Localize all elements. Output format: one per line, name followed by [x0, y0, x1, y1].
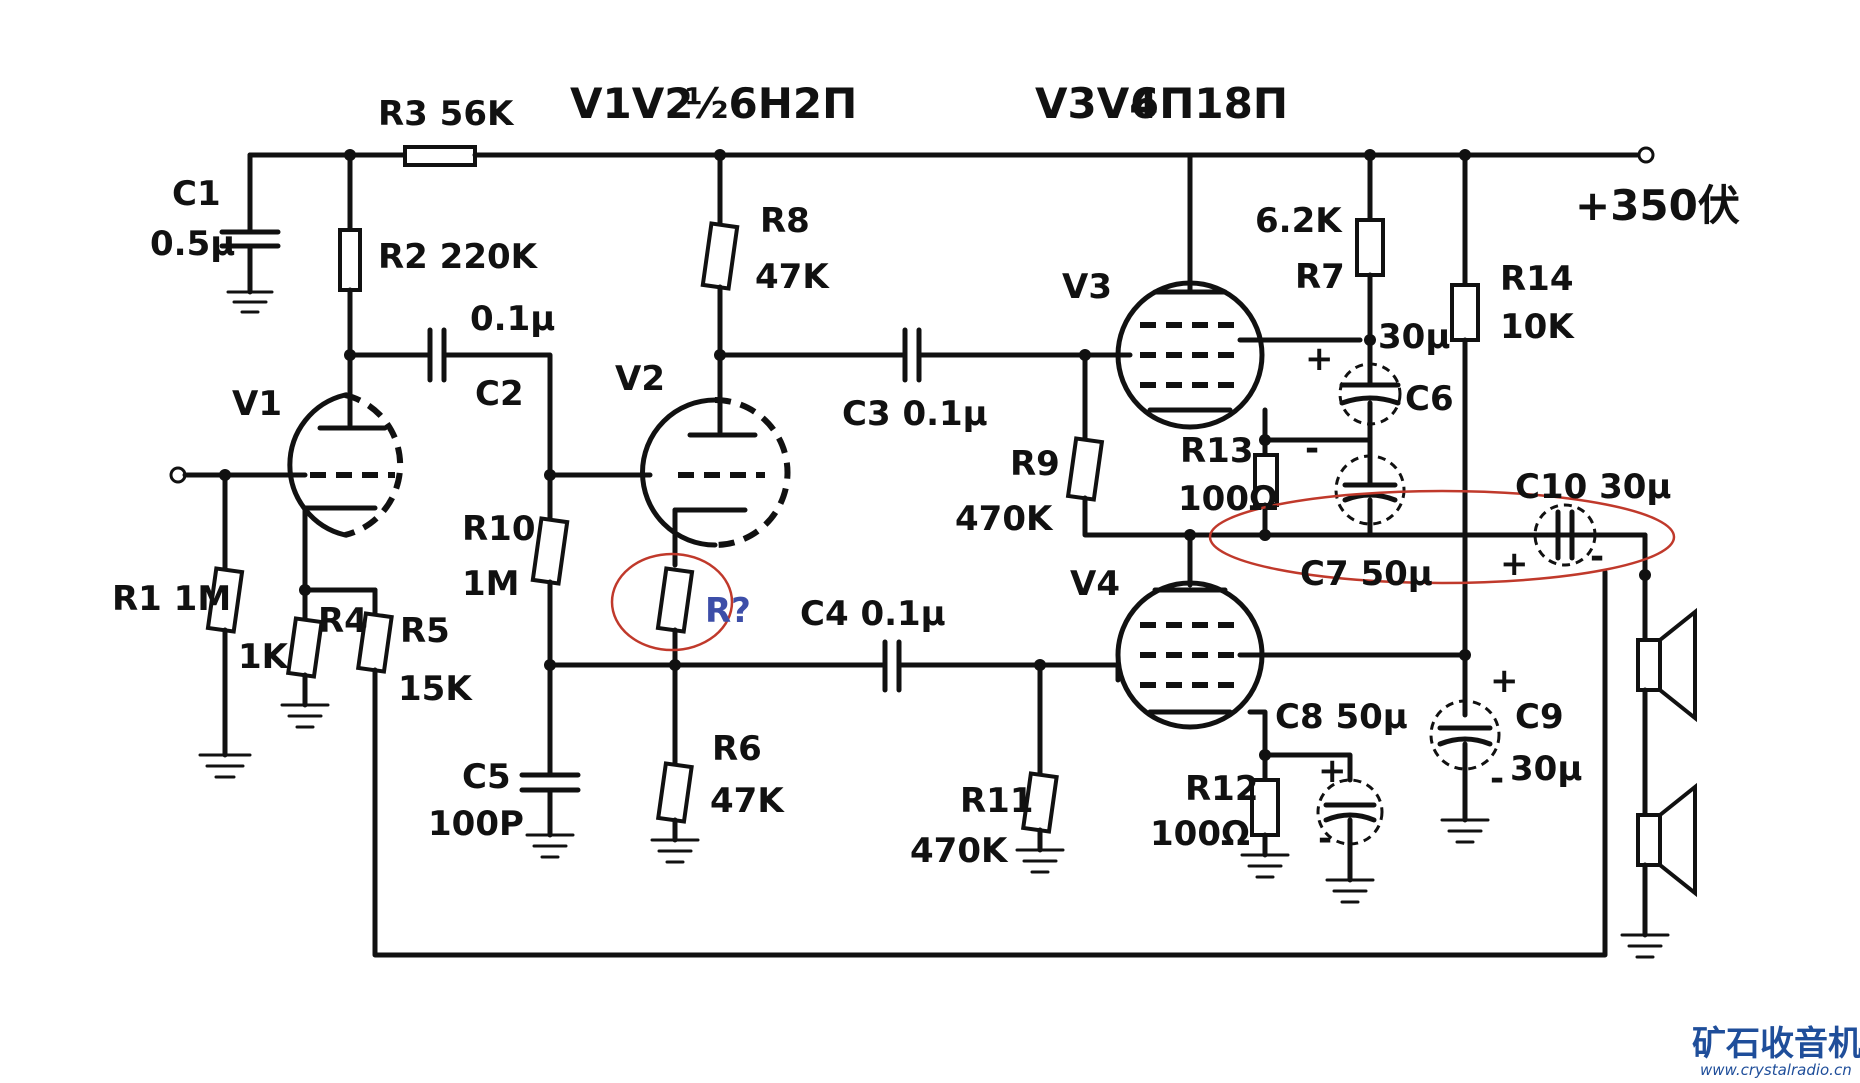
r11-value: 470K	[910, 831, 1009, 871]
r7-value: 6.2K	[1255, 201, 1343, 241]
c8-label: C8 50μ	[1275, 697, 1408, 737]
v4-tube	[1115, 529, 1468, 758]
c9-name: C9	[1515, 697, 1564, 737]
c5-value: 100P	[428, 804, 524, 844]
v1v2-tube-type: ½6H2П	[685, 79, 857, 128]
r14-value: 10K	[1500, 307, 1575, 347]
v2-tube	[640, 149, 791, 668]
c3-capacitor	[717, 327, 1133, 383]
c2-name: C2	[475, 374, 524, 414]
r13-value: 100Ω	[1178, 479, 1278, 519]
speaker-icon	[1620, 572, 1697, 959]
c2-capacitor	[347, 327, 556, 481]
r5-value: 15K	[398, 669, 473, 709]
r12-c8	[1240, 749, 1384, 904]
input-r1	[169, 466, 308, 779]
c4-r11	[882, 639, 1121, 874]
v3v4-tube-type: 6П18П	[1130, 79, 1288, 128]
v3-tube	[1115, 152, 1363, 443]
r5-name: R5	[400, 611, 450, 651]
v3v4-type-prefix: V3V4	[1035, 79, 1158, 128]
r4-r5-cathode	[280, 569, 1608, 958]
r1-label: R1 1M	[112, 579, 231, 619]
svg-text:+: +	[1305, 339, 1334, 379]
watermark-site-url: www.crystalradio.cn	[1700, 1061, 1852, 1079]
highlight-unknown-resistor	[610, 552, 734, 652]
c6-value: 30μ	[1378, 317, 1450, 357]
r4-name: R4	[318, 601, 368, 641]
svg-text:-: -	[1590, 537, 1604, 577]
r13-name: R13	[1180, 431, 1254, 471]
c2-value: 0.1μ	[470, 299, 555, 339]
c6-name: C6	[1405, 379, 1454, 419]
c5-name: C5	[462, 757, 511, 797]
v3-label: V3	[1062, 267, 1112, 307]
r2-label: R2 220K	[378, 237, 539, 277]
r7-c6	[1338, 149, 1402, 443]
svg-text:+: +	[1500, 544, 1529, 584]
c3-label: C3 0.1μ	[842, 394, 988, 434]
b-plus-rail	[247, 145, 1655, 167]
r10-name: R10	[462, 509, 536, 549]
c10-label: C10 30μ	[1515, 467, 1671, 507]
c1-value: 0.5μ	[150, 224, 235, 264]
v1-label: V1	[232, 384, 282, 424]
svg-text:-: -	[1305, 429, 1319, 469]
r4-value: 1K	[238, 637, 290, 677]
c4-label: C4 0.1μ	[800, 594, 946, 634]
r8-name: R8	[760, 201, 810, 241]
c1-name: C1	[172, 174, 221, 214]
svg-text:+: +	[1318, 751, 1347, 791]
c9-value: 30μ	[1510, 749, 1582, 789]
svg-text:-: -	[1318, 819, 1332, 859]
c10-capacitor	[1367, 503, 1651, 581]
r6-value: 47K	[710, 781, 785, 821]
watermark-site-name: 矿石收音机	[1692, 1024, 1860, 1064]
svg-text:+: +	[1490, 661, 1519, 701]
r11-name: R11	[960, 781, 1034, 821]
r10-value: 1M	[462, 564, 520, 604]
r9-value: 470K	[955, 499, 1054, 539]
r6-resistor	[547, 659, 888, 864]
c7-label: C7 50μ	[1300, 554, 1433, 594]
r12-value: 100Ω	[1150, 814, 1250, 854]
r7-name: R7	[1295, 257, 1345, 297]
r13-c7	[1253, 434, 1406, 541]
r2-resistor	[338, 149, 362, 361]
r8-value: 47K	[755, 257, 830, 297]
r3-label: R3 56K	[378, 94, 515, 134]
r12-name: R12	[1185, 769, 1259, 809]
r6-name: R6	[712, 729, 762, 769]
supply-label: +350伏	[1575, 181, 1740, 230]
svg-text:-: -	[1490, 759, 1504, 799]
r14-c9	[1429, 149, 1501, 844]
v1v2-type-prefix: V1V2	[570, 79, 693, 128]
highlight-feedback-loop	[1208, 489, 1676, 585]
v2-label: V2	[615, 359, 665, 399]
r9-name: R9	[1010, 444, 1060, 484]
r-unknown-label: R?	[705, 591, 751, 631]
c1-capacitor	[219, 152, 281, 314]
v4-label: V4	[1070, 564, 1120, 604]
r10-c5	[519, 472, 653, 859]
v1-tube	[287, 352, 404, 596]
r14-name: R14	[1500, 259, 1574, 299]
